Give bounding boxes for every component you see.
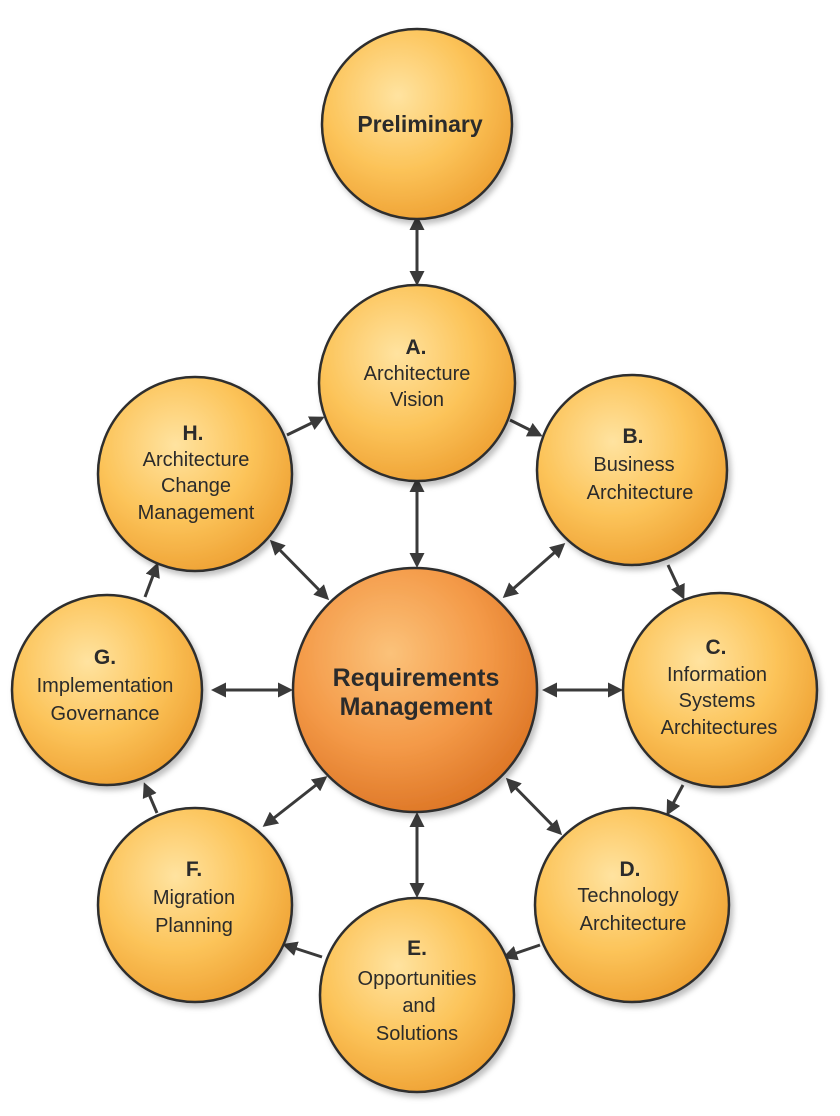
connectors [142,215,685,961]
phase-b-node[interactable]: B. Business Architecture [535,373,729,567]
phase-d-circle [533,806,731,1004]
phase-g-line-1: Implementation [37,675,174,697]
phase-h-node[interactable]: H. Architecture Change Management [96,375,294,573]
phase-f-line-2: Planning [155,915,233,937]
phase-g-circle [10,593,204,787]
arrow-c-to-d [666,784,685,816]
preliminary-circle [320,27,514,221]
phase-g-node[interactable]: G. Implementation Governance [10,593,204,787]
phase-h-circle [96,375,294,573]
preliminary-title: Preliminary [357,111,482,137]
phase-h-letter: H. [183,422,204,445]
phase-c-node[interactable]: C. Information Systems Architectures [621,591,819,789]
phase-c-line-2: Systems [679,690,756,712]
phase-e-line-3: Solutions [376,1023,458,1045]
phase-h-line-3: Management [138,502,255,524]
phase-e-node[interactable]: E. Opportunities and Solutions [318,896,516,1094]
arrow-center-b [502,543,566,598]
phase-d-node[interactable]: D. Technology Architecture [533,806,731,1004]
phase-a-line-2: Vision [390,389,444,411]
phase-b-circle [535,373,729,567]
phase-d-line-1: Technology [577,885,678,907]
phase-c-circle [621,591,819,789]
preliminary-node[interactable]: Preliminary [320,27,514,221]
phase-f-line-1: Migration [153,887,235,909]
phase-e-line-2: and [402,995,435,1017]
phase-g-line-2: Governance [51,703,160,725]
arrow-b-to-c [666,564,685,600]
phase-d-letter: D. [620,858,641,881]
phase-a-letter: A. [406,336,427,359]
arrow-h-to-a [286,416,325,437]
phase-g-letter: G. [94,646,116,669]
phase-f-node[interactable]: F. Migration Planning [96,806,294,1004]
arrow-g-to-h [143,562,160,598]
phase-c-letter: C. [706,636,727,659]
arrow-f-center [262,776,328,827]
phase-e-letter: E. [407,937,427,960]
arrow-f-to-g [142,782,159,814]
phase-a-line-1: Architecture [364,363,471,385]
phase-a-circle [317,283,517,483]
phase-b-line-2: Architecture [587,482,694,504]
arrow-center-d [505,777,563,836]
phase-c-line-1: Information [667,664,767,686]
arrow-h-center [269,539,330,601]
phase-f-letter: F. [186,858,202,881]
center-title-line-2: Management [340,693,493,721]
phase-a-node[interactable]: A. Architecture Vision [317,283,517,483]
center-title-line-1: Requirements [333,664,500,692]
phase-c-line-3: Architectures [661,717,778,739]
requirements-management-node[interactable]: Requirements Management [291,566,539,814]
phase-b-letter: B. [623,425,644,448]
arrow-d-to-e [502,943,541,961]
phase-b-line-1: Business [593,454,674,476]
phase-d-line-2: Architecture [580,913,687,935]
phase-e-line-1: Opportunities [358,968,477,990]
arrow-a-to-b [509,418,543,437]
phase-f-circle [96,806,294,1004]
phase-h-line-2: Change [161,475,231,497]
phase-e-circle [318,896,516,1094]
phase-h-line-1: Architecture [143,449,250,471]
arrow-e-to-f [282,941,323,959]
center-circle [291,566,539,814]
